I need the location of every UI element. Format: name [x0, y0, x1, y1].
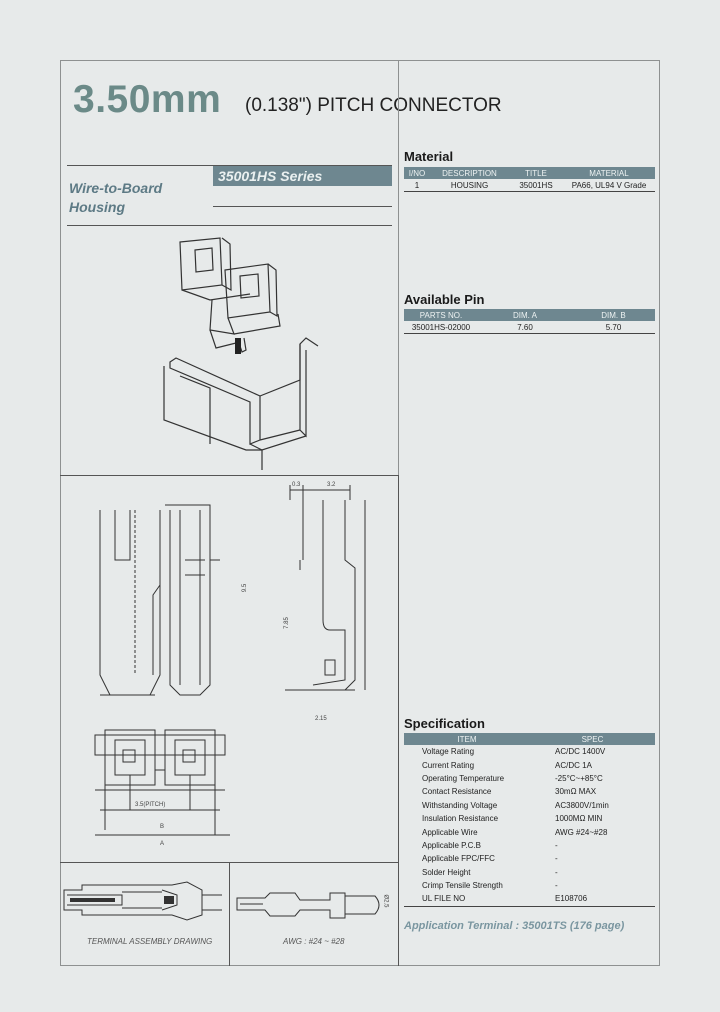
material-cell-title: 35001HS: [509, 179, 563, 192]
spec-item-cell: Contact Resistance: [422, 787, 492, 797]
dim-label-height-2: 7.85: [283, 617, 290, 629]
divider-top: [67, 165, 392, 166]
spec-item-cell: Applicable FPC/FFC: [422, 854, 495, 864]
spec-value-cell: AC3800V/1min: [555, 800, 609, 810]
drawing-right-border: [398, 475, 399, 966]
title-description: (0.138") PITCH CONNECTOR: [245, 95, 502, 116]
dim-label-a: A: [160, 841, 164, 847]
spec-value-cell: -: [555, 854, 558, 864]
divider-terminal-split: [229, 862, 230, 966]
application-terminal: Application Terminal : 35001TS (176 page…: [404, 920, 625, 932]
spec-item-cell: Insulation Resistance: [422, 814, 499, 824]
material-cell-description: HOUSING: [430, 179, 509, 192]
terminal-assembly-caption: TERMINAL ASSEMBLY DRAWING: [87, 937, 213, 946]
material-title: Material: [404, 149, 454, 164]
connector-front-view: [99, 504, 220, 696]
table-row: 35001HS-02000 7.60 5.70: [404, 321, 655, 334]
specification-title: Specification: [404, 716, 485, 731]
spec-header-row: ITEM SPEC: [404, 733, 655, 745]
material-header-no: I/NO: [404, 167, 430, 179]
pin-cell-dim-b: 5.70: [572, 321, 655, 334]
terminal-assembly-drawing: [63, 881, 222, 921]
awg-caption: AWG : #24 ~ #28: [283, 937, 345, 946]
pin-cell-dim-a: 7.60: [478, 321, 572, 334]
category-line2: Housing: [69, 199, 125, 215]
table-row: Applicable Wire AWG #24~#28: [404, 825, 655, 838]
connector-top-view: 3.5(PITCH) B A: [94, 729, 230, 847]
series-bar: [213, 166, 392, 186]
dim-label-height-1: 9.5: [242, 583, 249, 593]
table-row: Withstanding Voltage AC3800V/1min: [404, 799, 655, 812]
table-row: Contact Resistance 30mΩ MAX: [404, 785, 655, 798]
divider-category: [67, 225, 392, 226]
connector-side-view: 0.3 3.2 2.15: [285, 482, 366, 722]
pin-header-dim-a: DIM. A: [478, 309, 572, 321]
pin-header-parts: PARTS NO.: [404, 309, 478, 321]
dim-label-bottom: 2.15: [315, 716, 327, 722]
spec-value-cell: AC/DC 1400V: [555, 747, 606, 757]
material-header-title: TITLE: [509, 167, 563, 179]
divider-series: [213, 206, 392, 207]
spec-value-cell: AWG #24~#28: [555, 827, 608, 837]
spec-value-cell: -25°C~+85°C: [555, 773, 603, 783]
available-pin-title: Available Pin: [404, 292, 485, 307]
wire-dim-label: Ø2.5: [382, 894, 389, 908]
table-row: Crimp Tensile Strength -: [404, 879, 655, 892]
spec-value-cell: E108706: [555, 894, 588, 904]
series-name: 35001HS Series: [218, 168, 323, 184]
table-row: Current Rating AC/DC 1A: [404, 758, 655, 771]
table-row: 1 HOUSING 35001HS PA66, UL94 V Grade: [404, 179, 655, 192]
table-row: Solder Height -: [404, 866, 655, 879]
spec-item-cell: Solder Height: [422, 867, 471, 877]
table-row: Applicable P.C.B -: [404, 839, 655, 852]
table-row: Applicable FPC/FFC -: [404, 852, 655, 865]
divider-drawing: [60, 475, 398, 476]
spec-header-spec: SPEC: [530, 733, 655, 745]
spec-item-cell: Applicable P.C.B: [422, 840, 481, 850]
spec-value-cell: -: [555, 867, 558, 877]
dim-label-top-left: 0.3: [292, 482, 301, 488]
connector-isometric-drawing: [163, 237, 319, 470]
dim-label-pitch: 3.5(PITCH): [135, 802, 165, 808]
spec-item-cell: Applicable Wire: [422, 827, 478, 837]
spec-item-cell: Withstanding Voltage: [422, 800, 498, 810]
category-line1: Wire-to-Board: [69, 180, 163, 196]
material-header-description: DESCRIPTION: [430, 167, 509, 179]
material-cell-no: 1: [404, 179, 430, 192]
spec-value-cell: -: [555, 881, 558, 891]
material-header-row: I/NO DESCRIPTION TITLE MATERIAL: [404, 167, 655, 179]
vertical-divider: [398, 60, 399, 476]
spec-item-cell: UL FILE NO: [422, 894, 466, 904]
pin-header-dim-b: DIM. B: [572, 309, 655, 321]
dim-label-b: B: [160, 824, 164, 830]
pin-header-row: PARTS NO. DIM. A DIM. B: [404, 309, 655, 321]
spec-value-cell: AC/DC 1A: [555, 760, 592, 770]
table-row: Insulation Resistance 1000MΩ MIN: [404, 812, 655, 825]
available-pin-table: PARTS NO. DIM. A DIM. B 35001HS-02000 7.…: [404, 309, 655, 334]
page-frame: [60, 60, 660, 966]
spec-value-cell: -: [555, 840, 558, 850]
spec-item-cell: Current Rating: [422, 760, 475, 770]
material-cell-material: PA66, UL94 V Grade: [563, 179, 655, 192]
spec-item-cell: Voltage Rating: [422, 747, 475, 757]
table-row: Operating Temperature -25°C~+85°C: [404, 772, 655, 785]
spec-value-cell: 1000MΩ MIN: [555, 814, 603, 824]
table-row: UL FILE NO E108706: [404, 892, 655, 906]
dim-label-top-right: 3.2: [327, 482, 336, 488]
terminal-wire-drawing: [236, 892, 380, 919]
table-row: Voltage Rating AC/DC 1400V: [404, 745, 655, 758]
spec-value-cell: 30mΩ MAX: [555, 787, 597, 797]
pin-cell-parts: 35001HS-02000: [404, 321, 478, 334]
material-table: I/NO DESCRIPTION TITLE MATERIAL 1 HOUSIN…: [404, 167, 655, 192]
spec-header-item: ITEM: [404, 733, 530, 745]
title-pitch: 3.50mm: [73, 78, 222, 121]
material-header-material: MATERIAL: [563, 167, 655, 179]
spec-item-cell: Crimp Tensile Strength: [422, 881, 503, 891]
spec-item-cell: Operating Temperature: [422, 773, 505, 783]
